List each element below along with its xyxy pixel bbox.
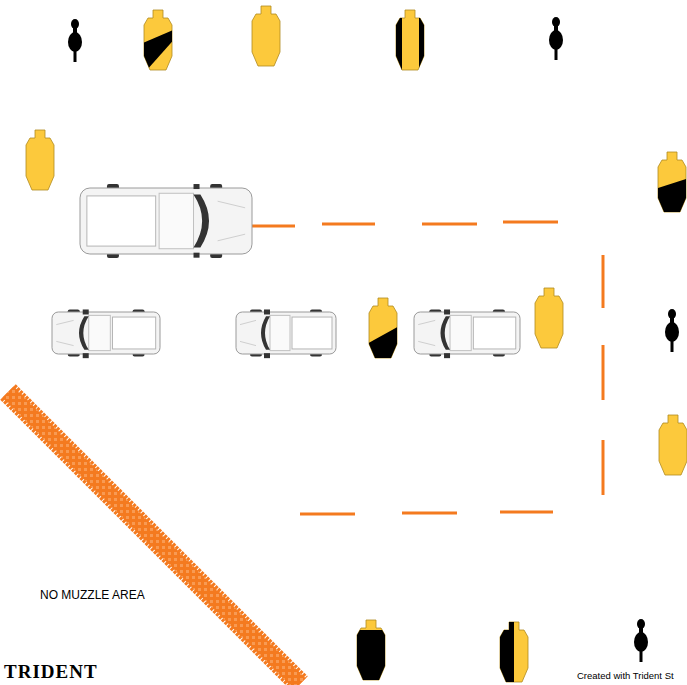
paper-target [351,620,391,685]
paper-target [252,6,280,66]
paper-target [363,298,403,368]
pickup-truck [80,184,252,258]
popper-target [549,17,563,60]
paper-target [659,415,687,475]
logo-text: TRIDENT [4,661,98,683]
paper-target [494,612,528,685]
paper-target [26,130,54,190]
fault-line [240,222,603,514]
popper-target [665,309,679,352]
area-label: NO MUZZLE AREA [40,588,145,602]
paper-target [652,152,687,222]
pickup-truck [52,309,160,358]
paper-target [390,0,431,80]
paper-target [535,288,563,348]
popper-target [634,619,648,662]
pickup-truck [236,309,336,358]
paper-target [138,10,178,80]
popper-target [68,19,82,62]
no-muzzle-line [8,392,300,684]
pickup-truck [414,309,520,358]
watermark: Created with Trident St [577,670,674,681]
